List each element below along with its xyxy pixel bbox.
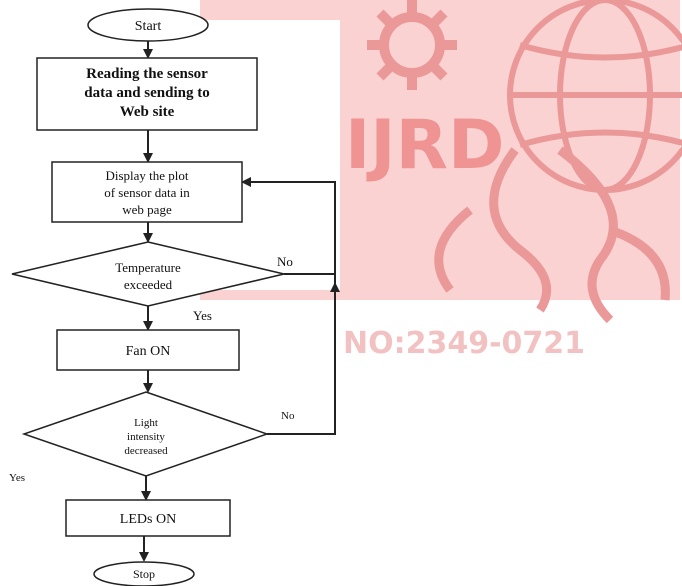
display-plot-line-1: Display the plot xyxy=(105,168,188,183)
watermark-issn: NO:2349-0721 xyxy=(343,326,585,361)
light-line-3: decreased xyxy=(124,445,168,457)
leds-on-label: LEDs ON xyxy=(120,512,176,527)
watermark: IJRD NO:2349-0721 xyxy=(200,0,682,361)
gear-icon xyxy=(367,0,457,90)
display-plot-line-3: web page xyxy=(122,202,172,217)
temperature-yes-label: Yes xyxy=(193,308,212,323)
process-fan-on: Fan ON xyxy=(56,329,240,371)
read-sensor-line-1: Reading the sensor xyxy=(86,66,208,82)
temperature-line-2: exceeded xyxy=(124,277,173,292)
start-node: Start xyxy=(87,8,209,42)
temperature-line-1: Temperature xyxy=(115,260,181,275)
read-sensor-line-3: Web site xyxy=(120,104,175,120)
temperature-no-label: No xyxy=(277,254,293,269)
watermark-code: IJRD xyxy=(345,106,504,185)
loop-up-arrowhead xyxy=(330,282,340,292)
light-line-1: Light xyxy=(134,417,158,429)
ornament-flourish xyxy=(434,146,670,324)
stop-node: Stop xyxy=(93,561,195,586)
process-read-sensor: Reading the sensor data and sending to W… xyxy=(36,57,258,131)
read-sensor-line-2: data and sending to xyxy=(84,85,209,101)
fan-on-label: Fan ON xyxy=(126,344,171,359)
process-display-plot: Display the plot of sensor data in web p… xyxy=(51,161,243,223)
start-label: Start xyxy=(135,19,162,34)
loop-light-no xyxy=(241,177,336,435)
display-plot-line-2: of sensor data in xyxy=(104,185,190,200)
stop-label: Stop xyxy=(133,567,155,581)
light-line-2: intensity xyxy=(127,431,165,443)
light-yes-label: Yes xyxy=(9,472,25,484)
light-no-label: No xyxy=(281,410,295,422)
process-leds-on: LEDs ON xyxy=(65,499,231,537)
decision-light-intensity: Light intensity decreased xyxy=(21,391,270,477)
